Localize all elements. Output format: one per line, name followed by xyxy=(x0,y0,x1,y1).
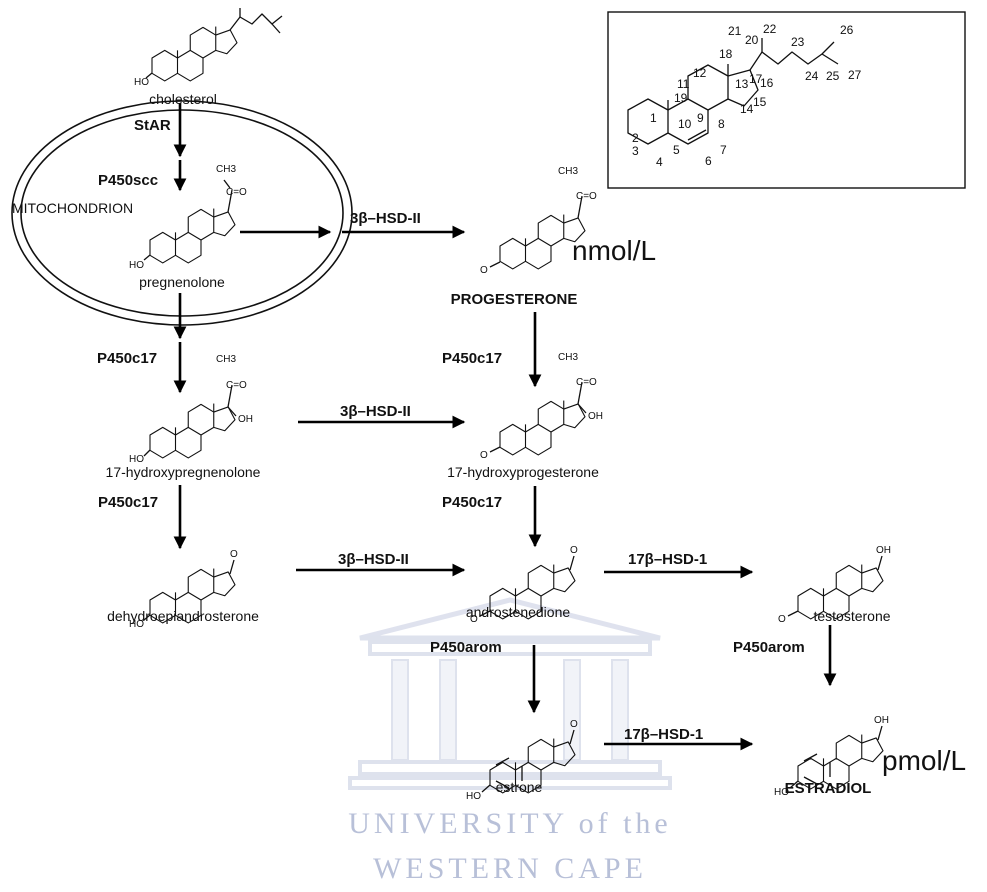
svg-text:O: O xyxy=(480,265,488,276)
svg-text:27: 27 xyxy=(848,68,862,82)
svg-text:16: 16 xyxy=(760,76,774,90)
svg-text:25: 25 xyxy=(826,69,840,83)
svg-text:14: 14 xyxy=(740,102,754,116)
label-progesterone: PROGESTERONE xyxy=(451,291,578,308)
svg-text:C=O: C=O xyxy=(576,377,597,388)
svg-text:HO: HO xyxy=(134,77,149,88)
enzyme-p450c17-progesterone: P450c17 xyxy=(442,350,502,367)
svg-text:O: O xyxy=(470,614,478,625)
svg-text:4: 4 xyxy=(656,155,663,169)
svg-text:O: O xyxy=(570,719,578,730)
svg-text:18: 18 xyxy=(719,47,733,61)
label-pregnenolone: pregnenolone xyxy=(139,274,225,290)
svg-text:17: 17 xyxy=(749,72,763,86)
svg-text:C=O: C=O xyxy=(576,191,597,202)
label-cholesterol: cholesterol xyxy=(149,91,217,107)
svg-text:9: 9 xyxy=(697,111,704,125)
enzyme-star: StAR xyxy=(134,117,171,134)
structure-cholesterol: HO xyxy=(134,8,283,88)
svg-text:2: 2 xyxy=(632,131,639,145)
skeleton-atom-numbers: 1 2 3 4 5 6 7 8 9 10 11 12 13 14 15 16 1… xyxy=(632,22,862,169)
structure-estrone: O HO xyxy=(466,719,578,802)
reaction-arrows xyxy=(173,103,837,751)
svg-text:1: 1 xyxy=(650,111,657,125)
watermark-line-2: WESTERN CAPE xyxy=(373,852,647,885)
svg-text:O: O xyxy=(570,545,578,556)
watermark-line-1: UNIVERSITY of the xyxy=(348,807,672,840)
svg-text:7: 7 xyxy=(720,143,727,157)
enzyme-3b-hsd-ii-17oh: 3β–HSD-II xyxy=(340,403,411,420)
svg-text:11: 11 xyxy=(677,77,690,91)
svg-text:22: 22 xyxy=(763,22,777,36)
enzyme-p450arom-estradiol: P450arom xyxy=(733,639,805,656)
structure-17-hydroxyprogesterone: CH3 C=O OH O xyxy=(480,352,603,461)
unit-estradiol: pmol/L xyxy=(882,745,966,776)
skeleton-numbering-box xyxy=(607,11,966,189)
svg-text:O: O xyxy=(480,450,488,461)
svg-text:10: 10 xyxy=(678,117,692,131)
svg-text:12: 12 xyxy=(693,66,707,80)
svg-text:HO: HO xyxy=(466,791,481,802)
svg-text:HO: HO xyxy=(774,787,789,798)
svg-text:24: 24 xyxy=(805,69,819,83)
svg-text:3: 3 xyxy=(632,144,639,158)
svg-text:6: 6 xyxy=(705,154,712,168)
svg-text:13: 13 xyxy=(735,77,749,91)
label-testosterone: testosterone xyxy=(813,608,890,624)
label-dehydroepiandrosterone: dehydroepiandrosterone xyxy=(107,608,259,624)
svg-text:20: 20 xyxy=(745,33,759,47)
label-estrone: estrone xyxy=(496,779,543,795)
enzyme-p450c17-pregnenolone: P450c17 xyxy=(97,350,157,367)
svg-text:OH: OH xyxy=(588,411,603,422)
enzyme-3b-hsd-ii-progesterone: 3β–HSD-II xyxy=(350,210,421,227)
enzyme-p450arom-estrone: P450arom xyxy=(430,639,502,656)
svg-text:HO: HO xyxy=(129,260,144,271)
svg-text:OH: OH xyxy=(874,715,889,726)
numbered-steroid-skeleton xyxy=(627,38,839,145)
svg-text:HO: HO xyxy=(129,454,144,465)
svg-text:CH3: CH3 xyxy=(216,164,236,175)
svg-text:26: 26 xyxy=(840,23,854,37)
svg-text:8: 8 xyxy=(718,117,725,131)
enzyme-17b-hsd-1-testosterone: 17β–HSD-1 xyxy=(628,551,707,568)
structure-estradiol: OH HO xyxy=(774,715,889,798)
svg-text:HO: HO xyxy=(129,619,144,630)
svg-text:15: 15 xyxy=(753,95,767,109)
svg-text:OH: OH xyxy=(876,545,891,556)
structure-androstenedione: O O xyxy=(470,545,578,625)
structure-testosterone: OH O xyxy=(778,545,891,625)
svg-text:O: O xyxy=(230,549,238,560)
structure-progesterone: CH3 C=O O xyxy=(480,166,597,276)
svg-text:23: 23 xyxy=(791,35,805,49)
label-estradiol: ESTRADIOL xyxy=(785,780,872,797)
svg-text:C=O: C=O xyxy=(226,187,247,198)
label-17-hydroxypregnenolone: 17-hydroxypregnenolone xyxy=(106,464,261,480)
svg-text:C=O: C=O xyxy=(226,380,247,391)
svg-text:5: 5 xyxy=(673,143,680,157)
label-17-hydroxyprogesterone: 17-hydroxyprogesterone xyxy=(447,464,599,480)
structure-dehydroepiandrosterone: O HO xyxy=(129,549,238,630)
enzyme-p450c17-17oh-preg: P450c17 xyxy=(98,494,158,511)
svg-text:CH3: CH3 xyxy=(558,166,578,177)
structure-pregnenolone: CH3 C=O HO xyxy=(129,164,247,271)
university-watermark xyxy=(348,597,672,790)
svg-text:O: O xyxy=(778,614,786,625)
mitochondrion-inner-membrane xyxy=(20,109,344,317)
enzyme-p450c17-17oh-prog: P450c17 xyxy=(442,494,502,511)
label-androstenedione: androstenedione xyxy=(466,604,571,620)
mitochondrion-label: MITOCHONDRION xyxy=(12,200,133,216)
enzyme-17b-hsd-1-estradiol: 17β–HSD-1 xyxy=(624,726,703,743)
structure-17-hydroxypregnenolone: CH3 C=O OH HO xyxy=(129,354,253,465)
svg-text:CH3: CH3 xyxy=(216,354,236,365)
svg-text:CH3: CH3 xyxy=(558,352,578,363)
unit-progesterone: nmol/L xyxy=(572,235,656,266)
svg-text:19: 19 xyxy=(674,91,688,105)
enzyme-3b-hsd-ii-dhea: 3β–HSD-II xyxy=(338,551,409,568)
mitochondrion-outer-membrane xyxy=(11,100,353,326)
svg-text:21: 21 xyxy=(728,24,742,38)
svg-text:OH: OH xyxy=(238,414,253,425)
enzyme-p450scc: P450scc xyxy=(98,172,158,189)
